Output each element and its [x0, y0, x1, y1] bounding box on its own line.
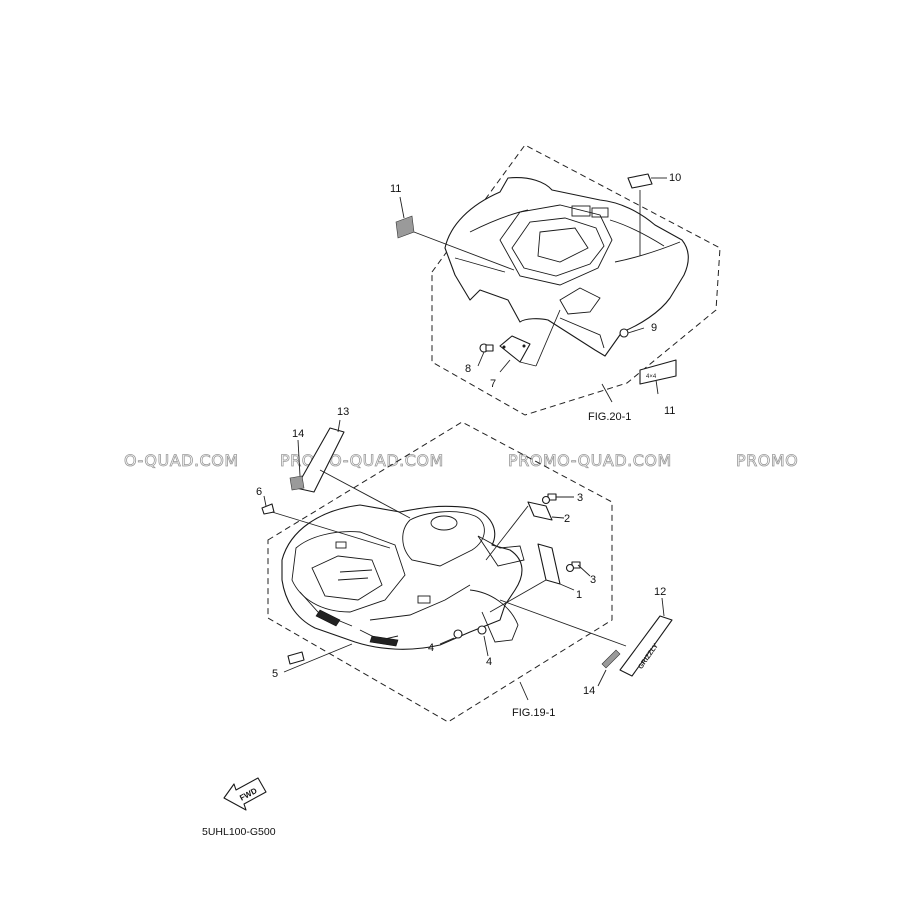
front-fender-vent [339, 569, 373, 573]
part-4-grommet [477, 625, 487, 635]
headlight-left [315, 609, 341, 627]
fuel-cap-opening [430, 515, 458, 531]
forward-arrow-icon: FWD [223, 777, 267, 811]
part-5-label [287, 651, 305, 665]
part-3-screw-top [541, 493, 557, 505]
part-11-label-left [395, 215, 415, 239]
rear-fender-top-edge [469, 209, 529, 233]
watermark-text: PROMO-QUAD.COM [508, 451, 672, 470]
callout-9: 9 [651, 322, 657, 334]
callout-4: 4 [428, 642, 434, 654]
callout-14: 14 [583, 685, 595, 697]
callout-3: 3 [577, 492, 583, 504]
rear-leader-lines [399, 177, 667, 403]
rear-fender-emblem-slot [571, 205, 591, 217]
rear-fender-flap [559, 317, 605, 349]
part-4-grommet [453, 629, 463, 639]
part-11-decal-right: 4×4 [639, 359, 677, 385]
rear-fender-right-rib [614, 241, 681, 263]
callout-4: 4 [486, 656, 492, 668]
front-fender-tank-cover [402, 511, 485, 567]
callout-13: 13 [337, 406, 349, 418]
rear-fender-inner-edge [511, 217, 605, 277]
front-fender-body [281, 504, 523, 650]
callout-10: 10 [669, 172, 681, 184]
callout-3: 3 [590, 574, 596, 586]
part-14-decal [601, 649, 621, 669]
front-fender-vent [337, 577, 369, 581]
front-leader-lines [263, 419, 665, 701]
part-12-decal: GRIZZLY [619, 615, 673, 677]
callout-11: 11 [390, 183, 401, 195]
front-fender-group-boundary [267, 421, 613, 723]
drawing-code: 5UHL100-G500 [202, 826, 276, 838]
part-13-14-decal-set [289, 427, 345, 493]
headlight-right [369, 635, 399, 647]
callout-1: 1 [576, 589, 582, 601]
callout-5: 5 [272, 668, 278, 680]
figure-ref-rear: FIG.20-1 [588, 411, 631, 423]
callout-7: 7 [490, 378, 496, 390]
part-2-bracket [527, 501, 553, 521]
rear-fender-emblem-slot [591, 207, 609, 218]
front-fender-wheel-arch [369, 584, 471, 621]
part-7-plate [499, 335, 531, 363]
watermark-text: PROMO [736, 451, 798, 470]
rear-fender-plate-mount [559, 287, 601, 315]
part-9-grommet [619, 328, 629, 338]
watermark-text: O-QUAD.COM [124, 451, 239, 470]
rear-fender-group-boundary [431, 144, 721, 416]
callout-2: 2 [564, 513, 570, 525]
part-8-screw [479, 343, 494, 353]
front-fender-mudguard [469, 589, 519, 643]
part-6-cap [261, 503, 275, 515]
part-10-label [627, 173, 653, 189]
part-3-screw-bottom [565, 561, 581, 573]
front-fender [281, 504, 525, 650]
rear-fender-body [444, 177, 689, 357]
callout-11: 11 [664, 405, 675, 417]
front-fender-slot [335, 541, 347, 549]
svg-text:4×4: 4×4 [646, 374, 657, 380]
front-fender-hood-panel [311, 555, 383, 601]
watermark-row: O-QUAD.COM PROMO-QUAD.COM PROMO-QUAD.COM… [124, 451, 799, 471]
front-fender-slot [417, 595, 431, 604]
rear-fender-left-rib [454, 257, 506, 273]
rear-fender [444, 177, 689, 357]
rear-fender-cargo-well [499, 204, 613, 286]
callout-14: 14 [292, 428, 304, 440]
rear-fender-floor [537, 227, 589, 263]
callout-12: 12 [654, 586, 666, 598]
front-fender-lower-edge [299, 591, 353, 627]
callout-8: 8 [465, 363, 471, 375]
watermark-text: PROMO-QUAD.COM [280, 451, 444, 470]
rear-fender-top-edge-right [609, 219, 665, 247]
callout-6: 6 [256, 486, 262, 498]
figure-ref-front: FIG.19-1 [512, 707, 555, 719]
part-1-panel [537, 543, 561, 585]
